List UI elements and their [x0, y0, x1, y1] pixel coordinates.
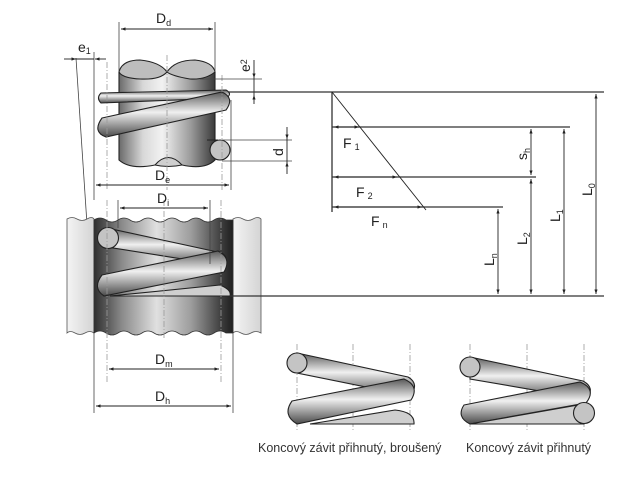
- bore-wall-left: [66, 217, 95, 335]
- label-Di: Di: [157, 190, 169, 208]
- label-L2: L2: [514, 232, 532, 245]
- end-coil-ground: [286, 344, 416, 430]
- label-Dh: Dh: [155, 388, 170, 406]
- label-e2: e2: [237, 59, 253, 72]
- label-De: De: [155, 167, 170, 185]
- label-Dd: Dd: [156, 10, 171, 28]
- bore-assembly: [66, 217, 262, 336]
- mandrel-assembly: [97, 59, 231, 168]
- bore-wall-right: [232, 217, 262, 335]
- spring-coil-middle: [96, 250, 228, 297]
- caption-closed-end: Koncový závit přihnutý: [466, 441, 592, 455]
- caption-ground-end: Koncový závit přihnutý, broušený: [258, 441, 442, 455]
- label-Dm: Dm: [155, 351, 173, 369]
- label-Ln: Ln: [481, 253, 499, 266]
- end-coil-closed: [459, 344, 596, 430]
- label-L0: L0: [579, 183, 597, 196]
- spring-inclined-coil: [97, 91, 231, 138]
- wire-section: [209, 139, 231, 161]
- force-curve: [331, 91, 427, 211]
- mandrel-bottom-cap: [154, 157, 183, 167]
- label-sh: sh: [514, 148, 532, 160]
- wire-section-bore: [96, 226, 120, 250]
- label-L1: L1: [547, 209, 565, 222]
- label-e1: e1: [78, 39, 91, 56]
- label-d: d: [270, 148, 286, 156]
